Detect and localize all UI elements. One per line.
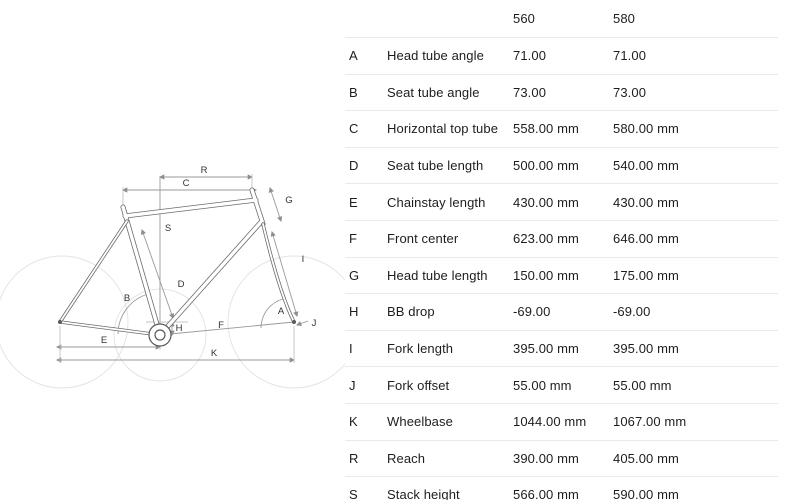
row-value-560: -69.00 (513, 304, 551, 320)
row-value-580: 405.00 mm (613, 450, 679, 466)
dim-label-S: S (165, 223, 171, 234)
table-header-row: 560 580 (345, 0, 778, 38)
dim-label-H: H (176, 323, 183, 334)
dim-label-R: R (201, 165, 208, 176)
row-value-560: 55.00 mm (513, 377, 572, 393)
bottom-bracket (58, 320, 296, 347)
dim-label-C: C (183, 178, 190, 189)
row-value-560: 1044.00 mm (513, 414, 587, 430)
row-key: E (349, 194, 358, 210)
row-label: Head tube angle (387, 48, 484, 64)
row-label: Seat tube angle (387, 84, 480, 100)
row-key: A (349, 48, 358, 64)
row-label: Chainstay length (387, 194, 486, 210)
row-value-560: 71.00 (513, 48, 547, 64)
table-row: S Stack height 566.00 mm 590.00 mm (345, 476, 778, 500)
dim-label-A: A (278, 306, 285, 317)
row-label: Head tube length (387, 267, 488, 283)
row-value-580: 55.00 mm (613, 377, 672, 393)
dim-label-G: G (285, 195, 292, 206)
row-key: J (349, 377, 356, 393)
table-row: E Chainstay length 430.00 mm 430.00 mm (345, 183, 778, 220)
row-value-560: 566.00 mm (513, 487, 579, 500)
row-label: Fork length (387, 341, 454, 357)
row-key: H (349, 304, 359, 320)
frame-tubes (120, 187, 266, 338)
table-row: H BB drop -69.00 -69.00 (345, 293, 778, 330)
table-row: C Horizontal top tube 558.00 mm 580.00 m… (345, 110, 778, 147)
row-key: R (349, 450, 359, 466)
row-label: Reach (387, 450, 426, 466)
table-row: R Reach 390.00 mm 405.00 mm (345, 439, 778, 477)
row-value-580: 1067.00 mm (613, 414, 687, 430)
row-label: Wheelbase (387, 414, 453, 430)
row-value-580: 73.00 (613, 84, 647, 100)
table-row: G Head tube length 150.00 mm 175.00 mm (345, 256, 778, 294)
row-label: Seat tube length (387, 158, 484, 174)
dim-label-I: I (302, 254, 305, 265)
row-value-580: -69.00 (613, 304, 651, 320)
row-label: Stack height (387, 487, 460, 500)
row-value-560: 73.00 (513, 84, 547, 100)
row-key: D (349, 158, 359, 174)
row-key: S (349, 487, 358, 500)
row-value-560: 150.00 mm (513, 267, 579, 283)
row-key: K (349, 414, 358, 430)
dim-label-D: D (178, 279, 185, 290)
dim-label-J: J (312, 318, 317, 329)
column-header-580: 580 (613, 11, 635, 26)
table-row: A Head tube angle 71.00 71.00 (345, 38, 778, 74)
dimension-labels: R C G S D B H F A J I E K (101, 165, 317, 359)
row-value-560: 500.00 mm (513, 158, 579, 174)
table-row: K Wheelbase 1044.00 mm 1067.00 mm (345, 402, 778, 440)
row-value-580: 175.00 mm (613, 267, 679, 283)
row-label: BB drop (387, 304, 435, 320)
column-header-560: 560 (513, 11, 535, 26)
geometry-table: 560 580 A Head tube angle 71.00 71.00 B … (345, 0, 790, 500)
row-value-560: 395.00 mm (513, 341, 579, 357)
dim-label-B: B (124, 293, 130, 304)
row-key: G (349, 267, 360, 283)
dim-label-E: E (101, 335, 107, 346)
row-value-580: 395.00 mm (613, 341, 679, 357)
row-label: Front center (387, 231, 459, 247)
row-value-560: 623.00 mm (513, 231, 579, 247)
table-row: D Seat tube length 500.00 mm 540.00 mm (345, 146, 778, 184)
dim-label-K: K (211, 348, 218, 359)
dimension-lines (55, 174, 309, 363)
row-value-580: 71.00 (613, 48, 647, 64)
row-value-580: 646.00 mm (613, 231, 679, 247)
row-key: C (349, 121, 359, 137)
row-value-560: 558.00 mm (513, 121, 579, 137)
row-key: F (349, 231, 358, 247)
table-row: F Front center 623.00 mm 646.00 mm (345, 219, 778, 257)
table-row: J Fork offset 55.00 mm 55.00 mm (345, 366, 778, 403)
row-value-560: 390.00 mm (513, 450, 579, 466)
row-label: Horizontal top tube (387, 121, 499, 137)
bike-frame-svg: R C G S D B H F A J I E K (0, 165, 361, 389)
dim-label-F: F (218, 320, 224, 331)
row-value-580: 580.00 mm (613, 121, 679, 137)
row-value-580: 430.00 mm (613, 194, 679, 210)
bike-geometry-diagram: R C G S D B H F A J I E K (0, 0, 361, 500)
row-key: B (349, 84, 358, 100)
table-row: B Seat tube angle 73.00 73.00 (345, 73, 778, 111)
table-row: I Fork length 395.00 mm 395.00 mm (345, 329, 778, 367)
row-label: Fork offset (387, 377, 450, 393)
row-key: I (349, 341, 353, 357)
row-value-560: 430.00 mm (513, 194, 579, 210)
row-value-580: 590.00 mm (613, 487, 679, 500)
row-value-580: 540.00 mm (613, 158, 679, 174)
